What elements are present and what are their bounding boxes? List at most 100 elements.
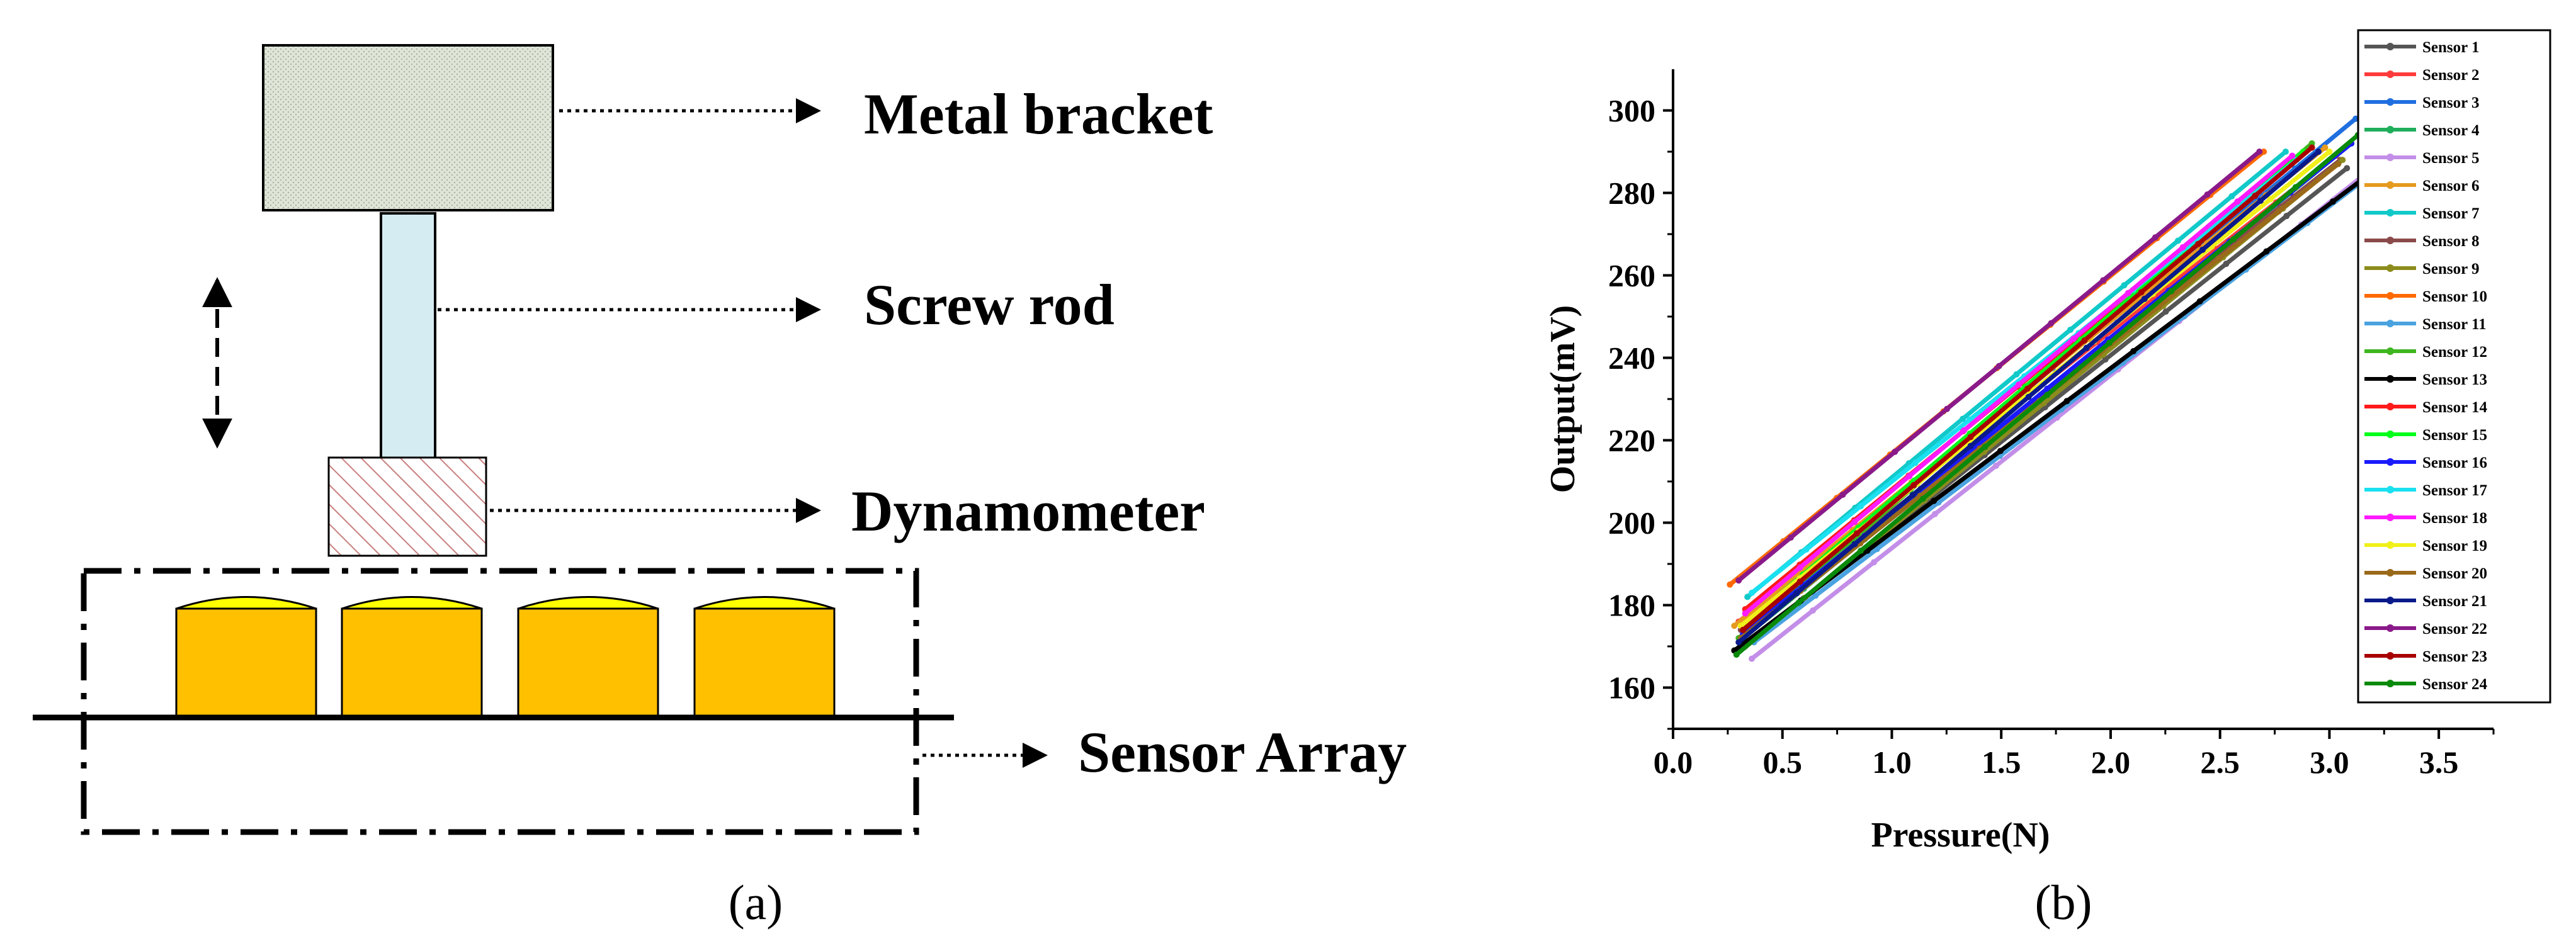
data-point [2013,371,2020,378]
data-point [1919,495,1926,502]
data-point [2322,144,2329,151]
data-point [2256,149,2263,155]
data-point [2215,256,2222,262]
data-point [2100,277,2107,284]
data-point [2125,290,2131,296]
legend-label: Sensor 16 [2422,454,2487,471]
legend-label: Sensor 10 [2422,288,2487,305]
data-point [2130,348,2137,355]
legend-marker [2386,154,2394,161]
legend-label: Sensor 13 [2422,371,2487,388]
data-point [1944,405,1951,412]
legend-label: Sensor 8 [2422,233,2480,250]
legend-label: Sensor 5 [2422,150,2480,167]
data-point [1909,492,1916,498]
data-point [1858,503,1864,510]
data-point [1870,559,1877,566]
legend-label: Sensor 2 [2422,67,2480,84]
data-point [1997,447,2004,454]
x-tick-label: 1.5 [1982,745,2021,780]
data-point [2275,208,2282,215]
data-point [1803,546,1810,553]
legend-label: Sensor 9 [2422,261,2480,278]
sensor-cylinder [693,596,836,717]
data-point [1744,594,1751,600]
data-point [1910,481,1917,488]
data-point [1966,416,1973,423]
data-point [1995,363,2002,369]
data-point [1733,651,1740,658]
y-axis-title: Output(mV) [1543,305,1582,493]
legend-marker [2386,209,2394,217]
legend-marker [2386,514,2394,521]
data-point [1906,473,1913,480]
legend-label: Sensor 15 [2422,427,2487,444]
legend-label: Sensor 7 [2422,205,2480,222]
data-point [1912,459,1919,466]
data-point [2292,184,2299,191]
metal-bracket [262,44,554,211]
legend-label: Sensor 23 [2422,648,2487,665]
legend-marker [2386,375,2394,383]
legend-label: Sensor 14 [2422,399,2488,416]
y-tick-label: 180 [1608,588,1655,623]
dynamometer [327,456,487,557]
x-tick-label: 3.0 [2310,745,2349,780]
data-point [2138,289,2145,296]
legend-marker [2386,541,2394,549]
sensor-array-boundary [81,568,919,835]
data-point [2228,193,2235,200]
data-point [1735,577,1742,584]
sensor-array [175,596,836,717]
data-point [1810,607,1817,614]
legend-marker [2386,320,2394,327]
legend-label: Sensor 12 [2422,344,2487,361]
data-point [1735,639,1742,646]
data-point [2106,339,2113,346]
legend-label: Sensor 3 [2422,94,2480,111]
data-point [1967,442,1974,449]
data-point [1795,599,1802,606]
legend-marker [2386,347,2394,355]
data-point [2067,326,2074,333]
data-point [1749,655,1756,662]
data-point [2102,356,2109,363]
legend-label: Sensor 20 [2422,565,2487,582]
legend-label: Sensor 4 [2422,122,2480,139]
legend-label: Sensor 22 [2422,621,2487,638]
data-point [1796,578,1803,585]
data-point [2070,335,2077,342]
data-point [2267,196,2274,203]
data-point [2025,393,2032,400]
data-point [2263,248,2270,255]
data-point [2234,198,2241,205]
data-point [2223,261,2230,267]
legend-label: Sensor 1 [2422,39,2480,56]
data-point [1851,541,1858,548]
data-point [1982,443,1989,450]
data-point [1742,610,1749,617]
legend-label: Sensor 18 [2422,510,2487,527]
data-point [2257,197,2264,204]
legend-marker [2386,292,2394,300]
data-point [2199,246,2206,253]
data-point [1967,434,1974,441]
legend-marker [2386,624,2394,632]
panel-a: Metal bracket Screw rod Dynamometer [33,44,1407,930]
data-point [2308,144,2315,151]
data-point [2261,149,2267,155]
data-point [2194,240,2201,247]
legend-marker [2386,43,2394,50]
data-point [1931,510,1938,517]
screw-rod [380,212,436,461]
data-point [2289,152,2296,159]
data-point [1812,592,1819,599]
legend-marker [2386,458,2394,466]
legend-marker [2386,486,2394,493]
y-tick-label: 220 [1608,423,1655,458]
x-tick-label: 2.5 [2200,745,2240,780]
data-point [1839,491,1846,498]
data-point [1749,589,1756,596]
legend-label: Sensor 6 [2422,177,2480,194]
